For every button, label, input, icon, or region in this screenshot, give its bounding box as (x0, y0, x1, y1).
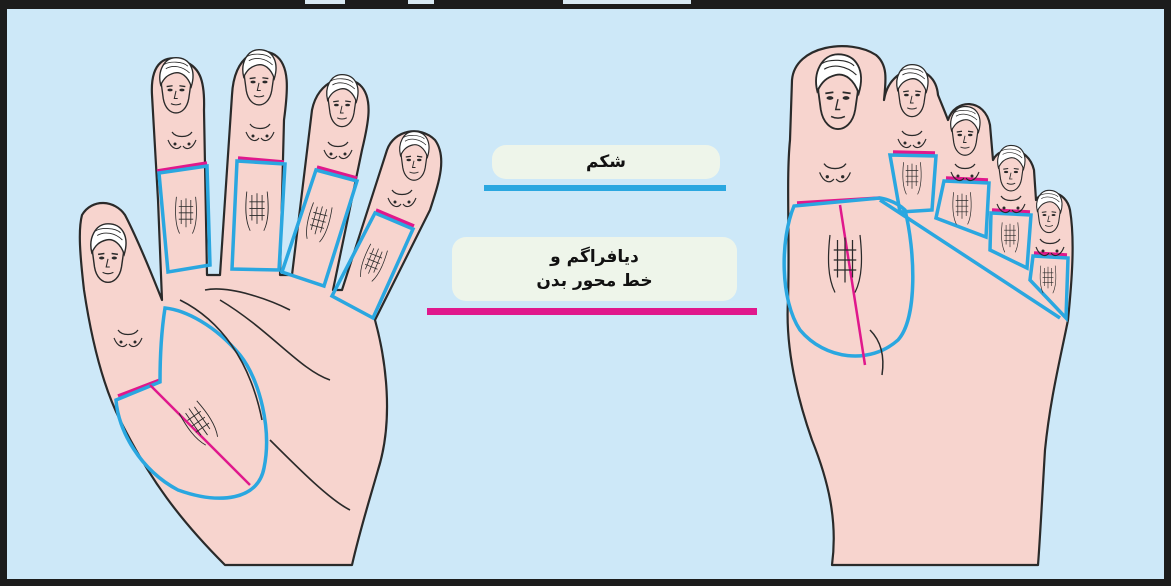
diaphragm-legend-line (427, 308, 757, 315)
abdomen-label-text: شکم (586, 152, 626, 172)
diaphragm-label: دیافراگم و خط محور بدن (452, 237, 737, 301)
abdomen-legend-line (484, 185, 726, 191)
diaphragm-label-line2: خط محور بدن (452, 269, 737, 293)
diaphragm-label-line1: دیافراگم و (452, 245, 737, 269)
abdomen-label: شکم (492, 145, 720, 179)
foot-illustration (784, 46, 1072, 565)
hand-illustration (80, 50, 441, 565)
